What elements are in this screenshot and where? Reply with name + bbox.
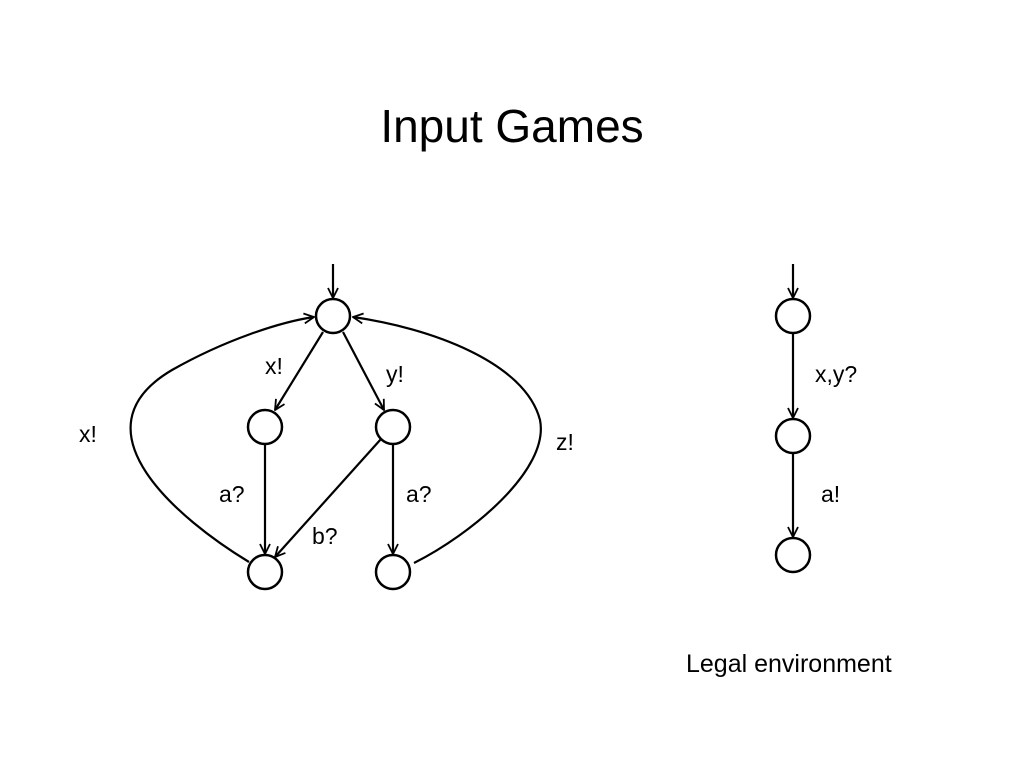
label-a-left: a? xyxy=(219,481,245,507)
label-x-left: x! xyxy=(265,353,283,379)
state-bottom-right xyxy=(374,553,412,591)
label-a-right: a? xyxy=(406,481,432,507)
edge-top-to-right xyxy=(342,331,385,410)
state-env-middle xyxy=(774,417,812,455)
label-z-loop: z! xyxy=(556,429,574,455)
label-a-output: a! xyxy=(821,481,840,507)
label-xy: x,y? xyxy=(815,361,857,387)
label-y-right: y! xyxy=(386,361,404,387)
state-env-initial xyxy=(774,297,812,335)
state-initial-left xyxy=(314,297,352,335)
edge-loop-bottom-left-to-top xyxy=(129,317,314,563)
edge-loop-bottom-right-to-top xyxy=(353,317,542,564)
state-y-branch xyxy=(374,408,412,446)
state-bottom-left xyxy=(246,553,284,591)
edge-right-to-bottom-left xyxy=(275,438,382,557)
left-game-states xyxy=(246,297,412,591)
edge-top-to-left xyxy=(275,331,324,410)
left-game-edges xyxy=(129,264,542,564)
right-game-states xyxy=(774,297,812,574)
legal-environment-caption: Legal environment xyxy=(686,650,892,678)
left-game-labels: x! y! x! z! a? a? b? xyxy=(79,353,574,549)
label-b-cross: b? xyxy=(312,523,338,549)
label-x-loop: x! xyxy=(79,421,97,447)
state-env-final xyxy=(774,536,812,574)
state-x-branch xyxy=(246,408,284,446)
right-game-labels: x,y? a! xyxy=(815,361,857,507)
slide-title: Input Games xyxy=(380,100,644,152)
